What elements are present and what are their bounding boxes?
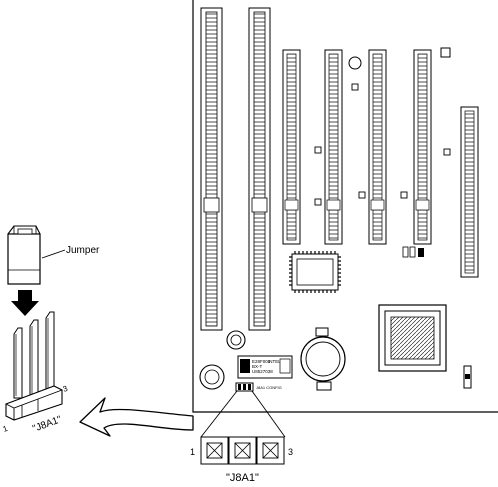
chip-text-2: BX-T <box>252 364 263 369</box>
small-square-5 <box>358 191 366 199</box>
pci-slot-4 <box>413 49 432 245</box>
bottom-right-connector-mark <box>465 374 470 379</box>
flash-chip: E28F001 BX-T U8527038 INTEL <box>237 355 293 379</box>
down-arrow-icon <box>11 290 39 316</box>
board-outline <box>192 0 498 413</box>
jumper-label: Jumper <box>66 245 100 256</box>
small-components-row <box>402 246 424 258</box>
board-header-ref: J8A1 CONFIG <box>256 385 282 390</box>
battery <box>300 327 346 391</box>
jumper-pointer-line <box>41 249 66 259</box>
round-component-low <box>199 364 225 390</box>
pin-3-label: 3 <box>288 447 293 457</box>
small-square-7 <box>443 148 451 156</box>
jumper-block-icon <box>7 225 41 285</box>
pci-slot-2 <box>324 49 343 245</box>
header-label: "J8A1" <box>226 472 259 484</box>
small-square-3 <box>314 146 322 154</box>
callout-line-left <box>200 390 238 438</box>
isa-slot-2 <box>248 7 271 331</box>
round-component-top <box>348 56 362 70</box>
chip-text-4: INTEL <box>268 359 281 364</box>
pin-3-label-rotated: 3 <box>62 384 70 394</box>
pin-1-label-rotated: 1 <box>2 424 10 434</box>
qfp-chip <box>289 251 341 293</box>
header-side-view <box>5 311 63 421</box>
processor-chip <box>378 304 447 372</box>
chip-text-1: E28F001 <box>252 359 271 364</box>
chip-text-3: U8527038 <box>252 369 273 374</box>
small-square-6 <box>400 191 408 199</box>
round-component-mid <box>226 330 246 350</box>
small-square-4 <box>314 198 322 206</box>
curved-arrow-icon <box>79 397 194 437</box>
board-jumper-header: J8A1 CONFIG <box>235 382 282 392</box>
pci-slot-1 <box>282 49 301 245</box>
small-square-1 <box>440 47 451 58</box>
header-label-rotated: "J8A1" <box>31 414 63 435</box>
pci-slot-3 <box>368 49 387 245</box>
side-connector <box>460 106 479 278</box>
callout-line-right <box>251 390 286 438</box>
small-square-2 <box>351 83 359 91</box>
isa-slot-1 <box>200 7 223 331</box>
pin-1-label: 1 <box>190 447 195 457</box>
header-top-view <box>200 436 285 465</box>
